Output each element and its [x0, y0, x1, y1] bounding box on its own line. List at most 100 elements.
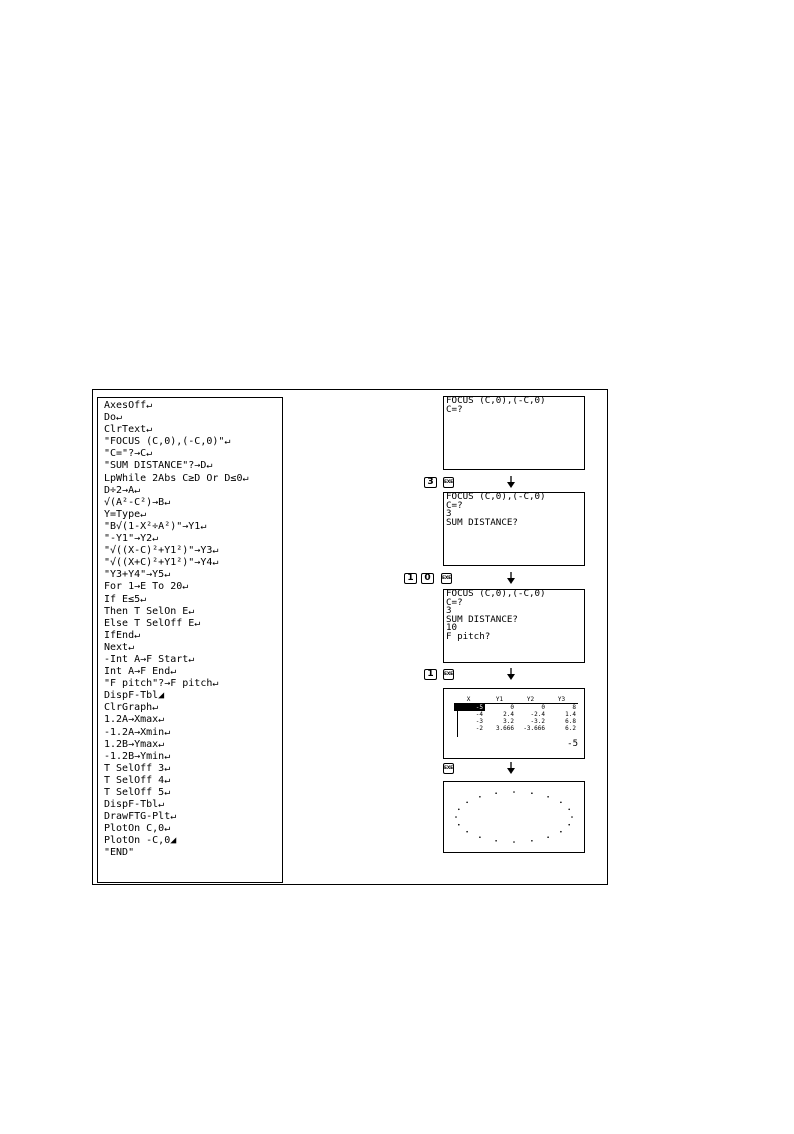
program-line: "F pitch"?→F pitch↵: [104, 678, 219, 690]
program-line: "√((X-C)²+Y1²)"→Y3↵: [104, 545, 219, 557]
calculator-screen-table: X Y1 Y2 Y3 -5 0 0 8 -4 2.4 -2.4 1.4 -3 3…: [443, 688, 585, 759]
table-divider: [457, 704, 458, 737]
plot-point: [568, 823, 570, 826]
key-exe[interactable]: EXE: [443, 477, 454, 488]
figure-frame: [92, 389, 608, 885]
program-line: T SelOff 4↵: [104, 774, 171, 786]
program-line: "C="?→C↵: [104, 448, 153, 460]
program-line: IfEnd↵: [104, 629, 141, 641]
program-line: PlotOn C,0↵: [104, 823, 171, 835]
plot-point: [531, 792, 533, 794]
program-line: ClrText↵: [104, 424, 153, 436]
key-3[interactable]: 3: [424, 477, 437, 488]
program-line: Y=Type↵: [104, 508, 147, 520]
table-cell: 6.2: [565, 725, 576, 732]
program-line: For 1→E To 20↵: [104, 581, 189, 593]
key-1[interactable]: 1: [404, 573, 417, 584]
program-line: T SelOff 5↵: [104, 787, 171, 798]
function-table: X Y1 Y2 Y3 -5 0 0 8 -4 2.4 -2.4 1.4 -3 3…: [454, 696, 578, 732]
table-cell: 2.4: [503, 711, 514, 718]
plot-point: [495, 840, 497, 842]
program-line: Else T SelOff E↵: [104, 617, 201, 629]
table-cell: 0: [510, 704, 514, 711]
screen-line: FOCUS (C,0),(-C,0): [446, 396, 546, 406]
program-line: -Int A→F Start↵: [104, 653, 195, 665]
key-exe[interactable]: EXE: [443, 669, 454, 680]
down-arrow-icon: [507, 668, 515, 680]
program-line: Next↵: [104, 641, 135, 653]
table-cell: -4: [475, 711, 483, 718]
ellipse-plot: [455, 791, 573, 843]
program-line: AxesOff↵: [104, 400, 153, 411]
table-cell: -2.4: [530, 711, 545, 718]
program-line: "Y3+Y4"→Y5↵: [104, 569, 171, 581]
program-line: PlotOn -C,0◢: [104, 835, 177, 847]
plot-point: [531, 840, 533, 842]
table-cell-selected[interactable]: -5: [454, 703, 485, 711]
table-row: -5 0 0 8: [454, 703, 578, 711]
program-line: 1.2A→Xmax↵: [104, 714, 165, 726]
screen-line: FOCUS (C,0),(-C,0): [446, 589, 546, 599]
down-arrow-icon: [507, 762, 515, 774]
table-cell: 3.666: [495, 725, 514, 732]
table-header: Y2: [516, 696, 547, 704]
screen-line: C=?: [446, 403, 463, 415]
plot-point: [547, 836, 549, 838]
program-line: If E≤5↵: [104, 593, 147, 605]
selected-value-readout: -5: [567, 739, 578, 749]
screen-line: C=?: [446, 596, 463, 608]
plot-point: [560, 830, 562, 833]
plot-point: [513, 791, 515, 793]
plot-point: [479, 796, 481, 798]
program-line: Do↵: [104, 412, 123, 424]
screen-line: SUM DISTANCE?: [446, 516, 518, 528]
screen-line: 10: [446, 622, 458, 634]
table-row: -2 3.666 -3.666 6.2: [454, 725, 578, 732]
program-listing: AxesOff↵Do↵ClrText↵"FOCUS (C,0),(-C,0)"↵…: [97, 397, 283, 883]
calculator-screen-2: FOCUS (C,0),(-C,0) C=? 3 SUM DISTANCE?: [443, 492, 585, 566]
screen-line: F pitch?: [446, 630, 491, 642]
key-1[interactable]: 1: [424, 669, 437, 680]
program-line: √(A²-C²)→B↵: [104, 496, 171, 508]
table-cell: -3: [475, 718, 483, 725]
down-arrow-icon: [507, 572, 515, 584]
program-line: -1.2B→Ymin↵: [104, 750, 171, 762]
calculator-screen-1: FOCUS (C,0),(-C,0) C=?: [443, 396, 585, 470]
plot-point: [560, 801, 562, 804]
program-line: 1.2B→Ymax↵: [104, 738, 165, 750]
screen-line: 3: [446, 508, 452, 520]
screen-line: SUM DISTANCE?: [446, 613, 518, 625]
program-line: "END": [104, 847, 135, 859]
table-cell: -3.666: [523, 725, 545, 732]
key-0[interactable]: 0: [421, 573, 434, 584]
plot-point: [458, 808, 460, 811]
table-cell: -3.2: [530, 718, 545, 725]
table-cell: 1.4: [565, 711, 576, 718]
key-exe[interactable]: EXE: [443, 763, 454, 774]
program-line: ClrGraph↵: [104, 702, 159, 714]
table-cell: 3.2: [503, 718, 514, 725]
program-line: "FOCUS (C,0),(-C,0)"↵: [104, 436, 231, 448]
key-exe[interactable]: EXE: [441, 573, 452, 584]
table-row: -3 3.2 -3.2 6.8: [454, 718, 578, 725]
plot-point: [571, 816, 573, 818]
plot-point: [458, 823, 460, 826]
table-cell: -2: [475, 725, 483, 732]
plot-point: [495, 792, 497, 794]
plot-point: [466, 801, 468, 804]
program-line: DispF-Tbl↵: [104, 799, 165, 811]
plot-point: [568, 808, 570, 811]
screen-line: C=?: [446, 499, 463, 511]
calculator-screen-3: FOCUS (C,0),(-C,0) C=? 3 SUM DISTANCE? 1…: [443, 589, 585, 663]
program-line: DrawFTG-Plt↵: [104, 811, 177, 823]
table-header: Y3: [547, 696, 578, 704]
calculator-screen-graph: [443, 781, 585, 853]
plot-point: [466, 830, 468, 833]
program-line: "SUM DISTANCE"?→D↵: [104, 460, 213, 472]
program-line: LpWhile 2Abs C≥D Or D≤0↵: [104, 472, 249, 484]
table-cell: 8: [572, 704, 576, 711]
table-cell: 0: [541, 704, 545, 711]
plot-point: [513, 841, 515, 843]
table-cell: 6.8: [565, 718, 576, 725]
program-line: T SelOff 3↵: [104, 762, 171, 774]
